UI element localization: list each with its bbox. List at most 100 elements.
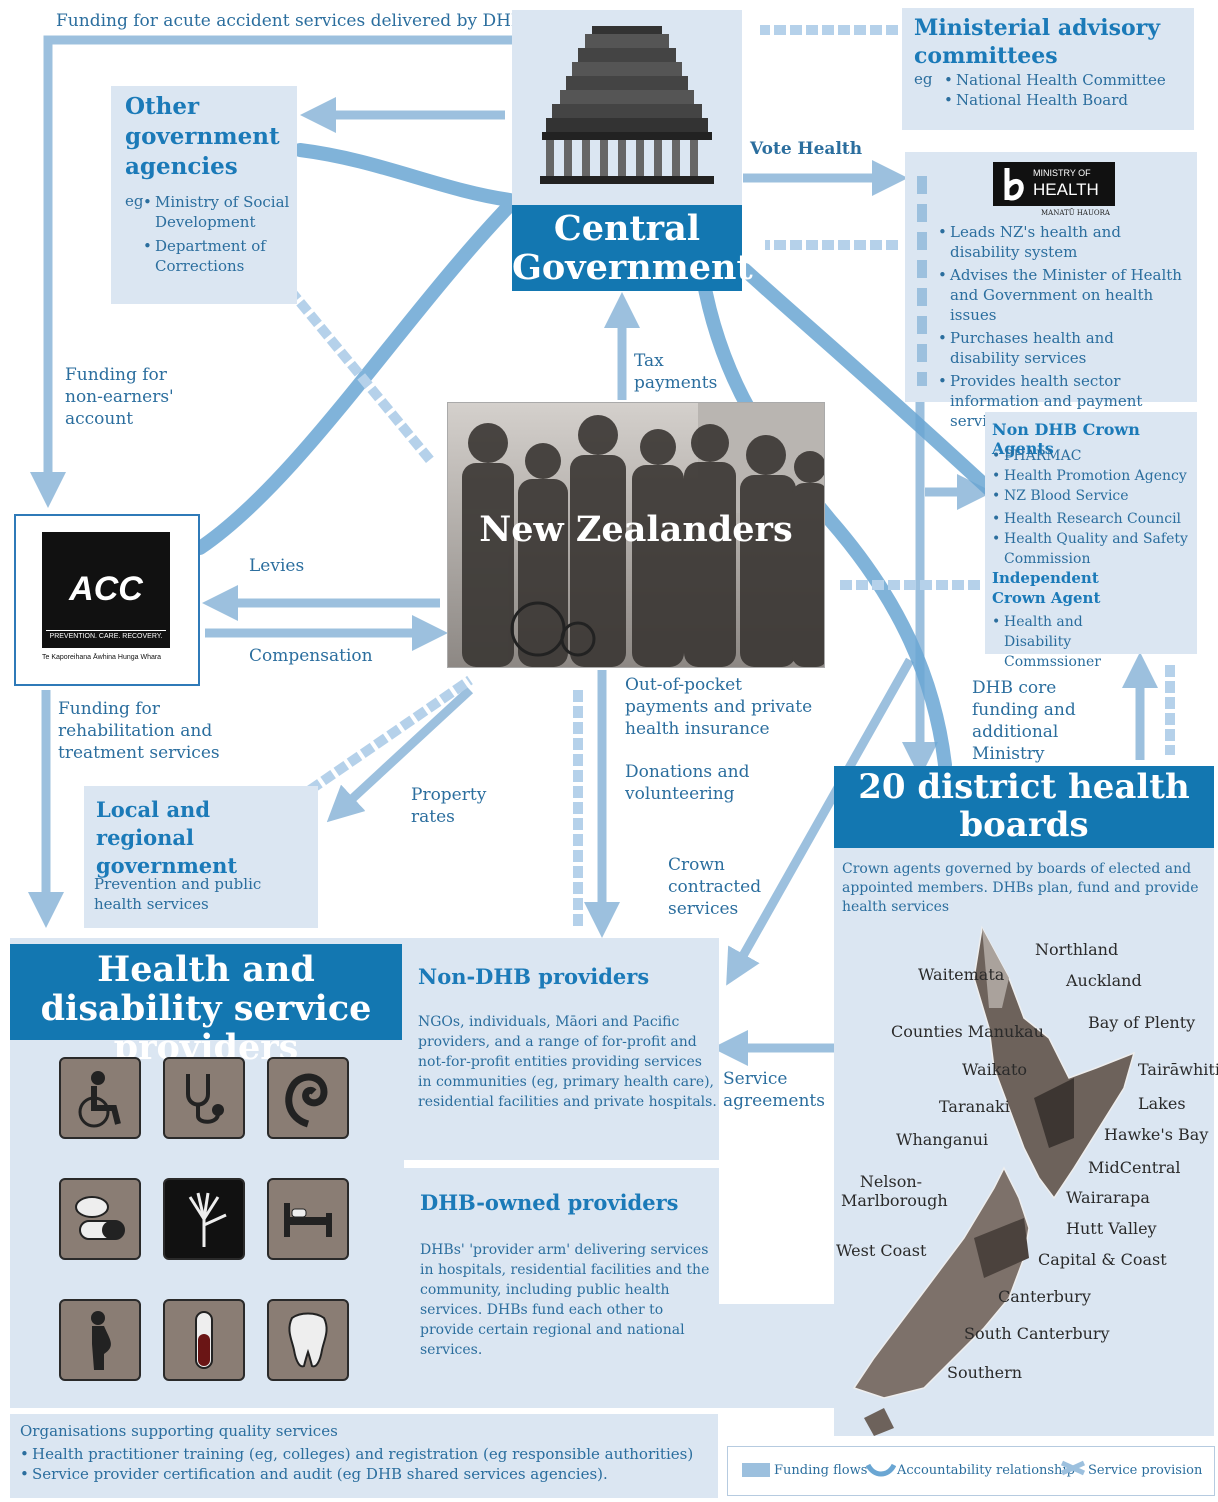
support-item: Health practitioner training (eg, colleg… <box>20 1444 710 1464</box>
donations-label: Donations and volunteering <box>625 762 750 804</box>
region-label: Northland <box>1035 940 1119 959</box>
acc-logo: ACC PREVENTION. CARE. RECOVERY. <box>42 532 170 648</box>
region-label: Taranaki <box>939 1097 1010 1116</box>
moh-logo-sub: MANATŪ HAUORA <box>1041 209 1110 217</box>
region-label: Hawke's Bay <box>1104 1125 1209 1144</box>
other-gov-item: Ministry of Social Development <box>143 192 293 232</box>
ministerial-title: Ministerial advisory committees <box>914 15 1161 69</box>
moh-service-dashes <box>917 176 927 386</box>
crown-contracted-label: Crown contracted services <box>668 855 762 919</box>
dhb-owned-title: DHB-owned providers <box>420 1190 679 1215</box>
vote-health-label: Vote Health <box>750 139 863 159</box>
dhb-accountability-ribbon <box>693 253 952 772</box>
central-government-title: Central Government <box>512 205 753 291</box>
ministerial-item: National Health Board <box>944 90 1166 110</box>
region-label: Whanganui <box>896 1130 989 1149</box>
region-label: Auckland <box>1066 971 1142 990</box>
dhb-owned-desc: DHBs' 'provider arm' delivering services… <box>420 1242 710 1358</box>
out-of-pocket-label: Out-of-pocket payments and private healt… <box>625 675 813 739</box>
funding-non-earners-label: Funding for non-earners' account <box>65 365 174 429</box>
service-legend-icon <box>1060 1460 1086 1476</box>
funding-legend-swatch <box>742 1463 770 1477</box>
funding-rehab-label: Funding for rehabilitation and treatment… <box>58 699 220 763</box>
local-gov-desc: Prevention and public health services <box>94 875 262 913</box>
dhb-owned-connector <box>719 1304 834 1408</box>
ministerial-committees-box: Ministerial advisory committees eg Natio… <box>902 8 1194 130</box>
crown-accountability-ribbon <box>738 263 997 497</box>
othergov-service-flow <box>286 286 434 464</box>
ica-item: Health and Disability Commssioner <box>992 612 1152 672</box>
region-label: Wairarapa <box>1066 1188 1150 1207</box>
people-silhouettes-icon <box>462 403 824 667</box>
other-gov-box: Other government agencies eg Ministry of… <box>111 86 297 304</box>
moh-box: MINISTRY OF HEALTH MANATŪ HAUORA Leads N… <box>905 152 1197 430</box>
non-dhb-providers-desc: NGOs, individuals, Māori and Pacific pro… <box>418 1014 717 1110</box>
crown-contracted-flow <box>726 657 914 986</box>
service-legend-label: Service provision <box>1088 1463 1203 1478</box>
crown-agent-item: Health Research Council <box>992 509 1194 529</box>
dhb-box: Crown agents governed by boards of elect… <box>834 848 1214 1436</box>
moh-item: Leads NZ's health and disability system <box>938 222 1188 262</box>
providers-title: Health and disability service providers <box>10 944 402 1067</box>
moh-logo: MINISTRY OF HEALTH <box>993 162 1115 206</box>
local-gov-title: Local and regional government <box>96 797 238 878</box>
new-zealanders-panel: New Zealanders <box>447 402 825 668</box>
levies-label: Levies <box>249 556 305 576</box>
region-label: South Canterbury <box>964 1324 1110 1343</box>
service-agreements-label: Service agreements <box>723 1069 825 1111</box>
region-label: Bay of Plenty <box>1088 1013 1196 1032</box>
region-label: Capital & Coast <box>1038 1250 1167 1269</box>
tax-payments-label: Tax payments <box>634 351 718 393</box>
support-title: Organisations supporting quality service… <box>20 1422 338 1440</box>
support-item: Service provider certification and audit… <box>20 1464 710 1484</box>
accountability-legend-icon <box>866 1463 896 1477</box>
dhb-owned-box: DHB-owned providers DHBs' 'provider arm'… <box>404 1168 719 1408</box>
non-dhb-providers-title: Non-DHB providers <box>418 964 650 989</box>
region-label: Lakes <box>1138 1094 1186 1113</box>
acc-accountability-ribbon <box>193 198 517 555</box>
other-gov-item: Department of Corrections <box>143 236 293 276</box>
hospital-bed-icon <box>267 1178 349 1260</box>
region-label: Counties Manukau <box>891 1022 1044 1041</box>
nz-map-icon <box>852 925 1136 1436</box>
koru-icon <box>267 1057 349 1139</box>
crown-agent-item: PHARMAC <box>992 446 1194 466</box>
region-label: Hutt Valley <box>1066 1219 1157 1238</box>
acc-logo-text: ACC <box>69 570 143 608</box>
acc-maori: Te Kaporeihana Āwhina Hunga Whara <box>42 654 162 661</box>
test-tube-icon <box>163 1299 245 1381</box>
moh-item: Advises the Minister of Health and Gover… <box>938 265 1188 325</box>
moh-logo-line2: HEALTH <box>1033 180 1099 199</box>
moh-logo-line1: MINISTRY OF <box>1033 168 1091 178</box>
beehive-building-icon <box>540 26 714 184</box>
crown-agents-box: Non DHB Crown Agents PHARMAC Health Prom… <box>985 412 1197 670</box>
acc-box: ACC PREVENTION. CARE. RECOVERY. Te Kapor… <box>14 514 200 686</box>
acute-funding-flow <box>30 35 512 508</box>
region-label: Tairāwhiti <box>1138 1060 1218 1079</box>
accountability-legend-label: Accountability relationship <box>897 1463 1075 1478</box>
region-label: Southern <box>947 1363 1023 1382</box>
property-rates-flow <box>326 686 474 823</box>
legend: Funding flows Accountability relationshi… <box>727 1446 1215 1496</box>
ica-title: Independent Crown Agent <box>992 569 1101 607</box>
region-label: Nelson-Marlborough <box>841 1172 948 1210</box>
moh-logo-icon <box>1004 168 1024 201</box>
region-label: Waitemata <box>918 965 1005 984</box>
acute-funding-label: Funding for acute accident services deli… <box>56 11 533 31</box>
funding-legend-label: Funding flows <box>774 1463 868 1478</box>
pregnant-woman-icon <box>59 1299 141 1381</box>
local-service-flow <box>307 675 473 795</box>
other-gov-title: Other government agencies <box>125 93 280 180</box>
support-box: Organisations supporting quality service… <box>10 1414 718 1498</box>
dhb-title: 20 district health boards <box>834 766 1214 848</box>
crown-agent-item: Health Quality and Safety Commission <box>992 529 1194 569</box>
region-label: Waikato <box>962 1060 1028 1079</box>
tooth-icon <box>267 1299 349 1381</box>
local-gov-box: Local and regional government Prevention… <box>84 786 318 928</box>
dhb-desc: Crown agents governed by boards of elect… <box>842 861 1199 915</box>
region-label: West Coast <box>836 1241 927 1260</box>
ministerial-eg: eg <box>914 70 933 88</box>
wheelchair-icon <box>59 1057 141 1139</box>
ministerial-item: National Health Committee <box>944 70 1166 90</box>
